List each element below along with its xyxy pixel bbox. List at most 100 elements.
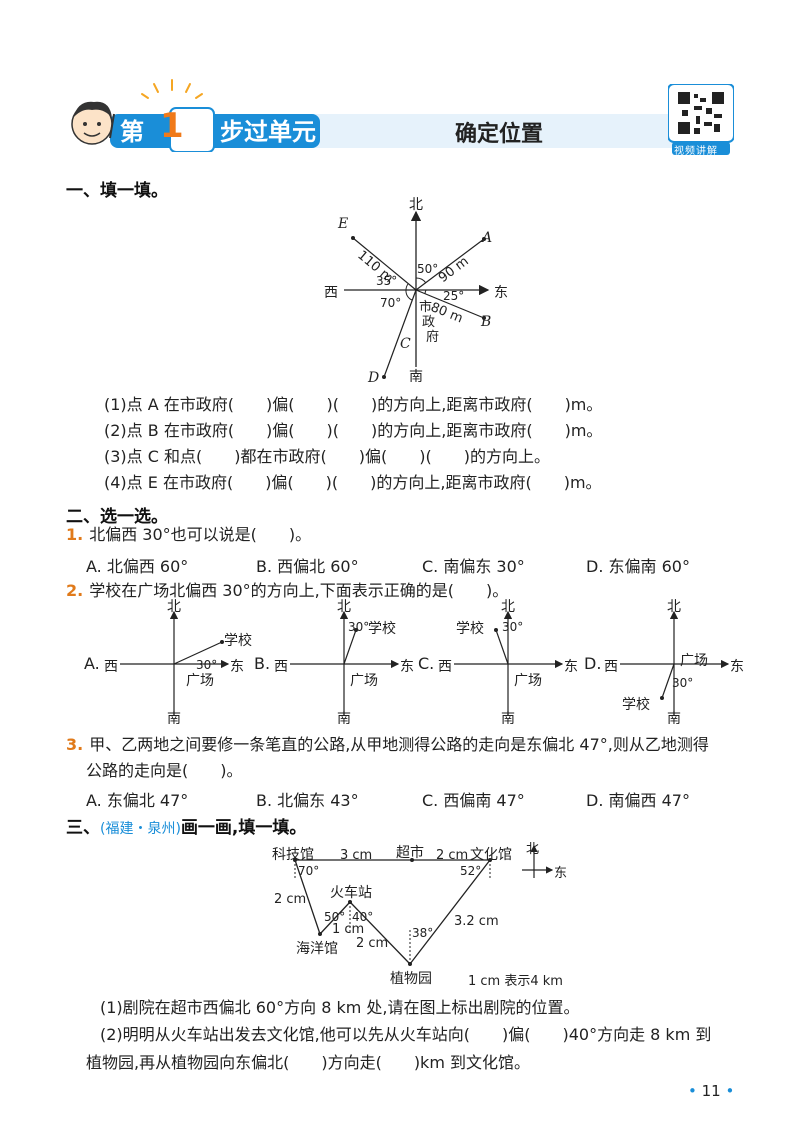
q2-west: 西: [104, 659, 118, 675]
q2-south: 南: [501, 711, 515, 727]
q2-north: 北: [667, 599, 681, 615]
q2-west: 西: [604, 659, 618, 675]
q2-east: 东: [230, 659, 244, 675]
ray-a: [415, 238, 485, 291]
q3-option-b[interactable]: B. 北偏东 43°: [256, 791, 359, 810]
map-figure: 科技馆 超市 文化馆 火车站 海洋馆 植物园 3 cm 2 cm 2 cm 1 …: [262, 838, 582, 989]
dot-icon: •: [725, 1082, 735, 1100]
q2-angle: 30°: [348, 620, 370, 634]
q1-option-c[interactable]: C. 南偏东 30°: [422, 557, 525, 576]
angle-a-label: 50°: [417, 262, 439, 276]
qr-caption: 视频讲解: [674, 146, 718, 157]
map-ocean: 海洋馆: [296, 941, 338, 957]
center-label-3: 府: [426, 330, 440, 345]
ray-b: [415, 289, 485, 319]
q1-option-a[interactable]: A. 北偏西 60°: [86, 557, 189, 576]
ray-d: [383, 289, 417, 378]
q2-east: 东: [730, 659, 744, 675]
section-1-title: 一、填一填。: [66, 181, 168, 201]
s3-item-1: (1)剧院在超市西偏北 60°方向 8 km 处,请在图上标出剧院的位置。: [100, 998, 580, 1017]
q3-number: 3.: [66, 735, 84, 754]
direction-figure-1: 北 南 东 西 A B C D E 110 m 90 m 80 m 35° 50…: [316, 192, 526, 386]
map-supermarket: 超市: [396, 845, 424, 861]
step-label: 步过单元: [220, 118, 316, 146]
mascot-icon: [71, 101, 115, 145]
q3-option-c[interactable]: C. 西偏南 47°: [422, 791, 525, 810]
angle-cd-label: 70°: [380, 296, 402, 310]
q2-square: 广场: [514, 673, 542, 689]
angle-b-label: 25°: [443, 289, 465, 303]
q3-option-a[interactable]: A. 东偏北 47°: [86, 791, 189, 810]
q2-north: 北: [337, 599, 351, 615]
compass-diagram: [344, 210, 490, 379]
header-banner: [60, 106, 732, 153]
s1-item-4: (4)点 E 在市政府( )偏( )( )的方向上,距离市政府( )m。: [104, 473, 602, 492]
map-east: 东: [554, 866, 568, 881]
map-angle-5: 38°: [412, 926, 434, 940]
map-culture: 文化馆: [470, 847, 512, 863]
q2-south: 南: [167, 711, 181, 727]
q2-square: 广场: [186, 673, 214, 689]
center-label-1: 市: [419, 300, 433, 315]
q2-number: 2.: [66, 581, 84, 600]
q1-text: 北偏西 30°也可以说是( )。: [89, 525, 312, 544]
q1-option-d[interactable]: D. 东偏南 60°: [586, 557, 690, 576]
section-3-prefix: 三、: [66, 818, 100, 838]
q2-school: 学校: [368, 621, 396, 637]
q2-north: 北: [167, 599, 181, 615]
unit-number: 1: [160, 106, 184, 146]
unit-word: 第: [120, 118, 144, 146]
q3-option-d[interactable]: D. 南偏西 47°: [586, 791, 690, 810]
map-dist-2: 2 cm: [436, 848, 469, 863]
q2-east: 东: [400, 659, 414, 675]
dir-east: 东: [494, 285, 508, 301]
s3-item-2: (2)明明从火车站出发去文化馆,他可以先从火车站向( )偏( )40°方向走 8…: [100, 1025, 712, 1044]
q2-west: 西: [274, 659, 288, 675]
q2-south: 南: [667, 711, 681, 727]
banner-background: [110, 107, 730, 153]
q2-school: 学校: [622, 697, 650, 713]
mascot-boy: [64, 94, 120, 154]
q2-text: 学校在广场北偏西 30°的方向上,下面表示正确的是( )。: [89, 581, 509, 600]
map-dist-1: 3 cm: [340, 848, 373, 863]
q2-compass-c: [454, 610, 564, 716]
q2-school: 学校: [224, 633, 252, 649]
q1-option-b[interactable]: B. 西偏北 60°: [256, 557, 359, 576]
dir-south: 南: [409, 369, 423, 385]
map-scale: 1 cm 表示4 km: [468, 974, 563, 989]
map-dist-3: 2 cm: [274, 892, 307, 907]
s1-item-3: (3)点 C 和点( )都在市政府( )偏( )( )的方向上。: [104, 447, 550, 466]
s1-item-1: (1)点 A 在市政府( )偏( )( )的方向上,距离市政府( )m。: [104, 395, 603, 414]
sun-rays-decoration: [138, 76, 218, 106]
q2-compass-b: [290, 610, 400, 716]
map-north: 北: [526, 842, 540, 857]
map-angle-1: 70°: [298, 864, 320, 878]
q2-angle: 30°: [502, 620, 524, 634]
section-2-title: 二、选一选。: [66, 507, 168, 527]
point-b-label: B: [481, 314, 492, 330]
map-dist-6: 3.2 cm: [454, 914, 499, 929]
q2-compass-a: [120, 610, 230, 716]
q2-square: 广场: [680, 653, 708, 669]
q2-west: 西: [438, 659, 452, 675]
q2-angle: 30°: [672, 676, 694, 690]
q2-letter: B.: [254, 654, 271, 673]
q2-compass-d: [620, 610, 730, 716]
section-3-source: (福建・泉州): [100, 821, 181, 837]
q2-east: 东: [564, 659, 578, 675]
q2-letter: A.: [84, 654, 100, 673]
qr-code[interactable]: 视频讲解: [667, 83, 735, 157]
s3-item-3: 植物园,再从植物园向东偏北( )方向走( )km 到文化馆。: [86, 1053, 530, 1072]
sun-rays-icon: [141, 79, 203, 99]
q3-stem-line1: 3. 甲、乙两地之间要修一条笔直的公路,从甲地测得公路的走向是东偏北 47°,则从…: [66, 732, 709, 758]
map-garden: 植物园: [390, 971, 432, 987]
q2-school: 学校: [456, 621, 484, 637]
q3-text: 甲、乙两地之间要修一条笔直的公路,从甲地测得公路的走向是东偏北 47°,则从乙地…: [89, 735, 709, 754]
q1-number: 1.: [66, 525, 84, 544]
s1-item-2: (2)点 B 在市政府( )偏( )( )的方向上,距离市政府( )m。: [104, 421, 603, 440]
map-station: 火车站: [330, 885, 372, 901]
